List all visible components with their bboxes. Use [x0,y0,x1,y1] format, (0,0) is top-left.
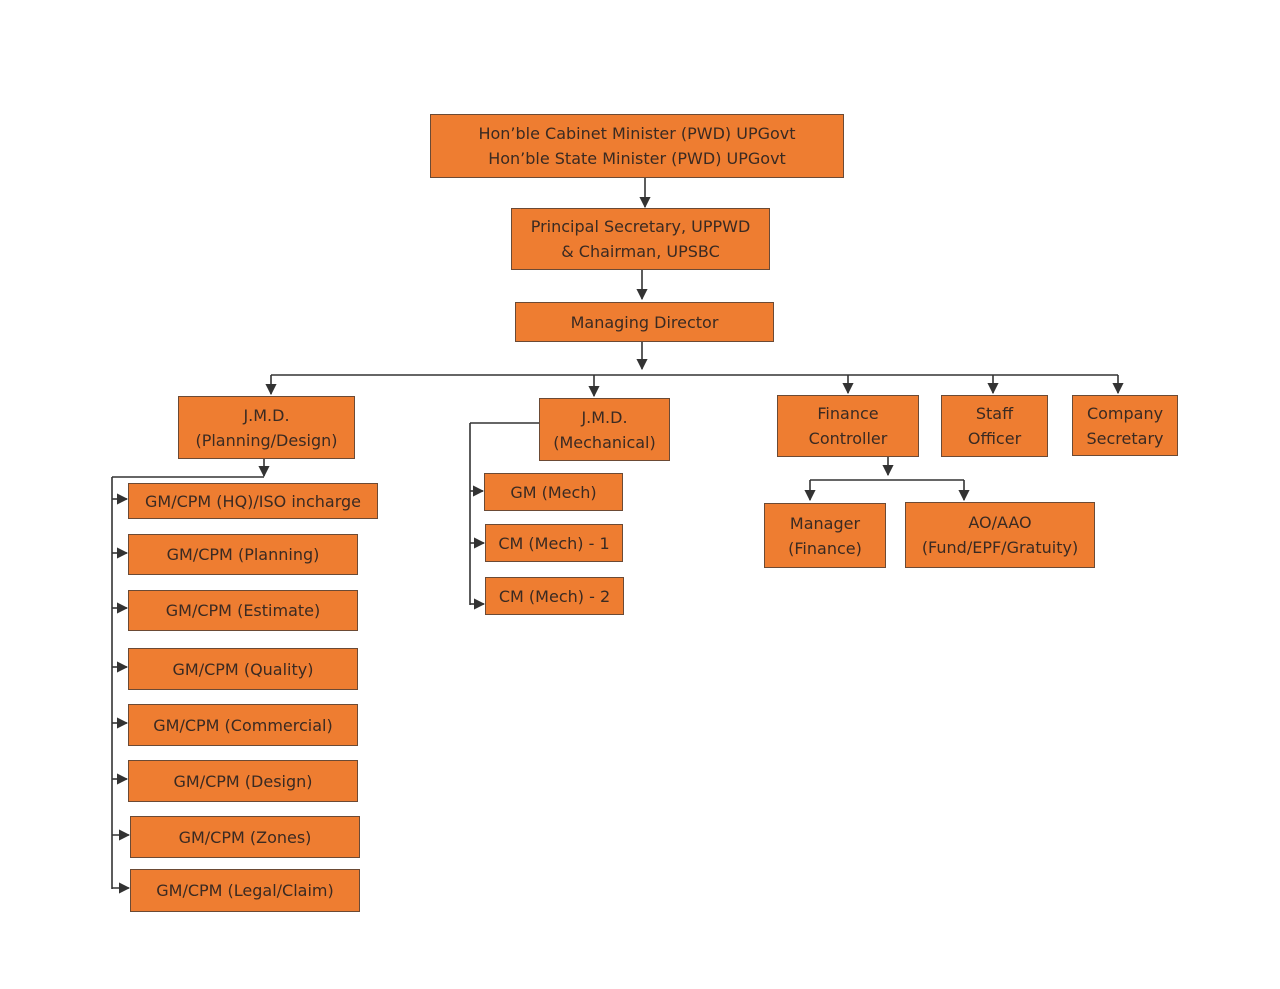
box-minister: Hon’ble Cabinet Minister (PWD) UPGovt Ho… [430,114,844,178]
planning-unit-label: GM/CPM (Zones) [178,827,312,847]
planning-unit-label: GM/CPM (Legal/Claim) [156,881,334,900]
jmd-mechanical-line-2: (Mechanical) [553,432,656,452]
company-secretary-line-2: Secretary [1086,428,1164,448]
box-manager-finance: Manager (Finance) [764,503,886,568]
planning-unit-label: GM/CPM (Design) [173,771,313,791]
planning-unit-label: GM/CPM (Quality) [172,659,314,679]
box-planning-unit: GM/CPM (Estimate) [128,590,358,631]
box-mechanical-unit: CM (Mech) - 2 [485,577,624,615]
box-planning-unit: GM/CPM (Design) [128,760,358,802]
box-company-secretary: Company Secretary [1072,395,1178,456]
finance-controller-line-2: Controller [808,429,888,448]
planning-unit-label: GM/CPM (Planning) [166,545,320,564]
mechanical-unit-label: CM (Mech) - 2 [498,586,611,606]
minister-line-2: Hon’ble State Minister (PWD) UPGovt [488,149,786,168]
manager-finance-line-2: (Finance) [788,538,862,558]
finance-controller-line-1: Finance [817,404,879,423]
jmd-planning-line-1: J.M.D. [243,405,290,425]
box-mechanical-unit: GM (Mech) [484,473,623,511]
staff-officer-line-1: Staff [975,404,1014,423]
box-planning-unit: GM/CPM (Quality) [128,648,358,690]
box-mechanical-unit: CM (Mech) - 1 [485,524,623,562]
jmd-mechanical-line-1: J.M.D. [581,407,628,427]
box-staff-officer: Staff Officer [941,395,1048,457]
company-secretary-line-1: Company [1086,403,1164,423]
box-planning-unit: GM/CPM (HQ)/ISO incharge [128,483,378,519]
planning-unit-label: GM/CPM (Commercial) [153,715,333,735]
staff-officer-line-2: Officer [967,429,1022,448]
principal-secretary-line-1: Principal Secretary, UPPWD [530,217,751,236]
box-managing-director: Managing Director [515,302,774,342]
box-principal-secretary: Principal Secretary, UPPWD & Chairman, U… [511,208,770,270]
managing-director-label: Managing Director [570,312,719,332]
box-jmd-mechanical: J.M.D. (Mechanical) [539,398,670,461]
box-planning-unit: GM/CPM (Zones) [130,816,360,858]
jmd-planning-line-2: (Planning/Design) [195,430,338,450]
box-finance-controller: Finance Controller [777,395,919,457]
minister-line-1: Hon’ble Cabinet Minister (PWD) UPGovt [478,124,796,143]
box-jmd-planning: J.M.D. (Planning/Design) [178,396,355,459]
manager-finance-line-1: Manager [789,513,861,533]
mechanical-unit-label: GM (Mech) [510,482,597,502]
box-planning-unit: GM/CPM (Legal/Claim) [130,869,360,912]
planning-unit-label: GM/CPM (Estimate) [165,601,321,620]
planning-unit-label: GM/CPM (HQ)/ISO incharge [145,491,361,511]
principal-secretary-line-2: & Chairman, UPSBC [561,242,720,261]
box-planning-unit: GM/CPM (Planning) [128,534,358,575]
box-ao-aao: AO/AAO (Fund/EPF/Gratuity) [905,502,1095,568]
box-planning-unit: GM/CPM (Commercial) [128,704,358,746]
ao-aao-line-2: (Fund/EPF/Gratuity) [921,538,1079,557]
mechanical-unit-label: CM (Mech) - 1 [498,533,610,553]
ao-aao-line-1: AO/AAO [968,513,1032,532]
